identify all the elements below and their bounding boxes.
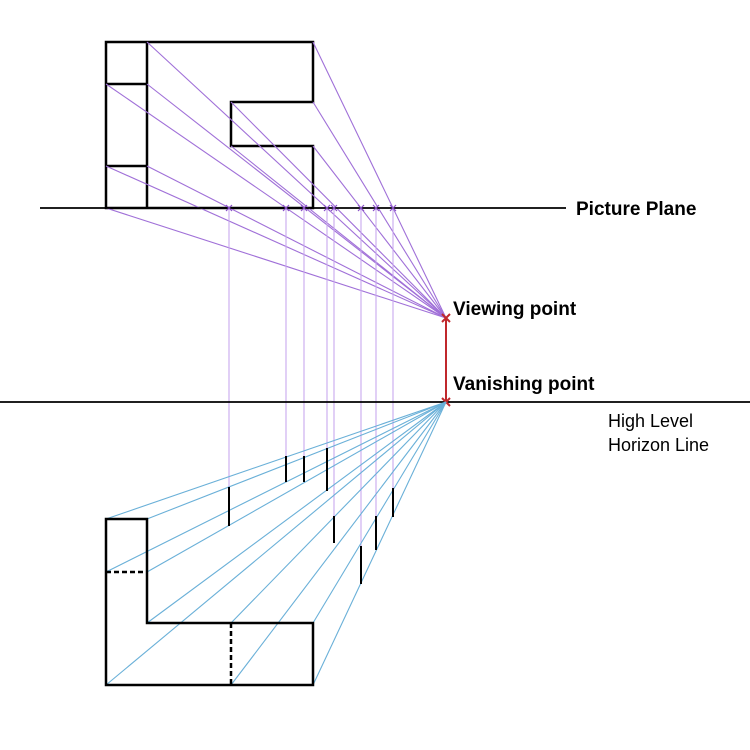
horizon-label-line1: High Level [608,411,693,431]
picture-plane-label: Picture Plane [576,199,696,220]
horizon-label-line2: Horizon Line [608,435,709,455]
measuring-line [441,313,451,407]
elevation-view [104,517,315,687]
plan-projectors [105,41,447,319]
perspective-rays [105,401,447,686]
picture-plane-marks [225,204,397,212]
drop-lines [228,208,394,548]
plan-view [104,40,315,210]
viewing-point-label: Viewing point [453,299,577,320]
vanishing-point-label: Vanishing point [453,374,595,395]
perspective-verticals [228,448,394,584]
